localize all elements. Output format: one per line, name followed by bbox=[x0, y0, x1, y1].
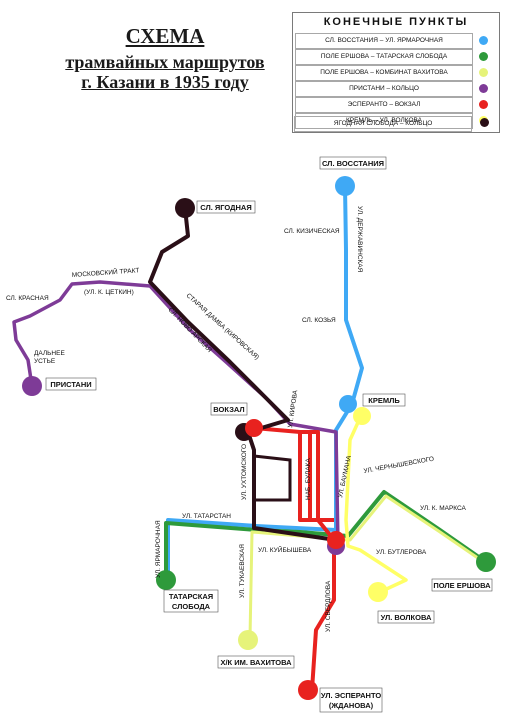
street-k-tsetkin: (УЛ. К. ЦЕТКИН) bbox=[84, 289, 134, 296]
street-tukaevskaya: УЛ. ТУКАЕВСКАЯ bbox=[239, 544, 246, 598]
legend-dot-3 bbox=[479, 68, 488, 77]
legend-heading: КОНЕЧНЫЕ ПУНКТЫ bbox=[323, 16, 469, 28]
street-dalnee-2: УСТЬЕ bbox=[34, 358, 56, 365]
title-line-2: трамвайных маршрутов bbox=[65, 52, 265, 72]
street-baumana: УЛ. БАУМАНА bbox=[337, 454, 353, 498]
legend-row-4: ПРИСТАНИ – КОЛЬЦО bbox=[295, 81, 473, 97]
street-kozya: СЛ. КОЗЬЯ bbox=[302, 317, 336, 324]
route-red-line-main bbox=[253, 426, 336, 691]
legend-dot-1 bbox=[479, 36, 488, 45]
terminal-kreml-blue bbox=[339, 395, 357, 413]
route-black-loop bbox=[253, 454, 292, 502]
koltso-red bbox=[327, 531, 345, 549]
route-black-line bbox=[148, 207, 337, 542]
label-pristani: ПРИСТАНИ bbox=[50, 380, 91, 389]
legend-row-2: ПОЛЕ ЕРШОВА – ТАТАРСКАЯ СЛОБОДА bbox=[295, 49, 473, 65]
route-blue bbox=[166, 184, 364, 580]
street-yarmarochnaya: УЛ. ЯРМАРОЧНАЯ bbox=[155, 520, 162, 578]
label-kreml: КРЕМЛЬ bbox=[368, 396, 400, 405]
terminal-labels: СЛ. ВОССТАНИЯ СЛ. ЯГОДНАЯ ПРИСТАНИ ВОКЗА… bbox=[45, 156, 493, 713]
street-ukhtomskogo: УЛ. УХТОМСКОГО bbox=[241, 444, 248, 500]
street-krasnaya: СЛ. КРАСНАЯ bbox=[6, 295, 49, 302]
label-esperanto-1: УЛ. ЭСПЕРАНТО bbox=[321, 691, 382, 700]
street-kuibysheva: УЛ. КУЙБЫШЕВА bbox=[258, 545, 312, 554]
terminal-volkova bbox=[368, 582, 388, 602]
route-lightyellow-line bbox=[248, 494, 489, 639]
legend-dot-7 bbox=[480, 118, 489, 127]
legend-dot-5 bbox=[479, 100, 488, 109]
legend-row-5: ЭСПЕРАНТО – ВОКЗАЛ bbox=[295, 97, 473, 113]
street-tatarstan: УЛ. ТАТАРСТАН bbox=[182, 513, 231, 520]
label-volkova: УЛ. ВОЛКОВА bbox=[381, 613, 432, 622]
legend-dot-4 bbox=[479, 84, 488, 93]
route-red bbox=[253, 426, 336, 691]
street-kizicheskaya: СЛ. КИЗИЧЕСКАЯ bbox=[284, 228, 340, 235]
label-pole-ershova: ПОЛЕ ЕРШОВА bbox=[433, 581, 491, 590]
legend-row-1: СЛ. ВОССТАНИЯ – УЛ. ЯРМАРОЧНАЯ bbox=[295, 33, 473, 49]
label-yagodnaya: СЛ. ЯГОДНАЯ bbox=[200, 203, 252, 212]
street-chernyshevskogo: УЛ. ЧЕРНЫШЕВСКОГО bbox=[363, 456, 434, 475]
street-k-marksa: УЛ. К. МАРКСА bbox=[420, 505, 467, 512]
terminal-kreml-yellow bbox=[353, 407, 371, 425]
terminal-vakhitova bbox=[238, 630, 258, 650]
street-kirova: УЛ. КИРОВА bbox=[287, 389, 299, 428]
street-moskovsky-trakt: МОСКОВСКИЙ ТРАКТ bbox=[72, 265, 140, 279]
terminal-vosstaniya bbox=[335, 176, 355, 196]
label-vosstaniya: СЛ. ВОССТАНИЯ bbox=[322, 159, 384, 168]
title-line-3: г. Казани в 1935 году bbox=[81, 72, 249, 92]
route-green-line bbox=[164, 490, 488, 580]
terminal-vokzal-red bbox=[245, 419, 263, 437]
label-vakhitova: Х/К ИМ. ВАХИТОВА bbox=[220, 658, 292, 667]
route-blue-line bbox=[166, 184, 364, 580]
route-yellow-line bbox=[344, 417, 408, 594]
label-tatarskaya-1: ТАТАРСКАЯ bbox=[169, 592, 213, 601]
street-labels: УЛ. ДЕРЖАВИНСКАЯ СЛ. КИЗИЧЕСКАЯ СЛ. КОЗЬ… bbox=[6, 206, 467, 632]
legend-row-3: ПОЛЕ ЕРШОВА – КОМБИНАТ ВАХИТОВА bbox=[295, 65, 473, 81]
label-esperanto-2: (ЖДАНОВА) bbox=[329, 701, 374, 710]
legend-row-6: КРЕМЛЬ – УЛ. ВОЛКОВА bbox=[295, 113, 473, 129]
terminal-yagodnaya bbox=[175, 198, 195, 218]
legend-row-7: ЯГОДНАЯ СЛОБОДА – КОЛЬЦО bbox=[294, 116, 472, 132]
terminal-tatarskaya-sloboda bbox=[156, 570, 176, 590]
street-dalnee-1: ДАЛЬНЕЕ bbox=[34, 350, 65, 357]
label-vokzal: ВОКЗАЛ bbox=[213, 405, 244, 414]
route-red-line-loop bbox=[298, 432, 334, 522]
street-derzhavinskaya: УЛ. ДЕРЖАВИНСКАЯ bbox=[356, 206, 363, 273]
legend-dot-2 bbox=[479, 52, 488, 61]
title-line-1: СХЕМА bbox=[125, 24, 205, 48]
street-staraya-damba: СТАРАЯ ДАМБА (КИРОВСКАЯ) bbox=[185, 292, 261, 361]
street-sverdlova: УЛ. СВЕРДЛОВА bbox=[325, 580, 332, 632]
street-butlerova: УЛ. БУТЛЕРОВА bbox=[376, 549, 427, 556]
street-bulak: НАБ. БУЛАКА bbox=[305, 458, 312, 500]
terminal-pristani bbox=[22, 376, 42, 396]
label-tatarskaya-2: СЛОБОДА bbox=[172, 602, 211, 611]
terminal-esperanto bbox=[298, 680, 318, 700]
terminal-pole-ershova bbox=[476, 552, 496, 572]
